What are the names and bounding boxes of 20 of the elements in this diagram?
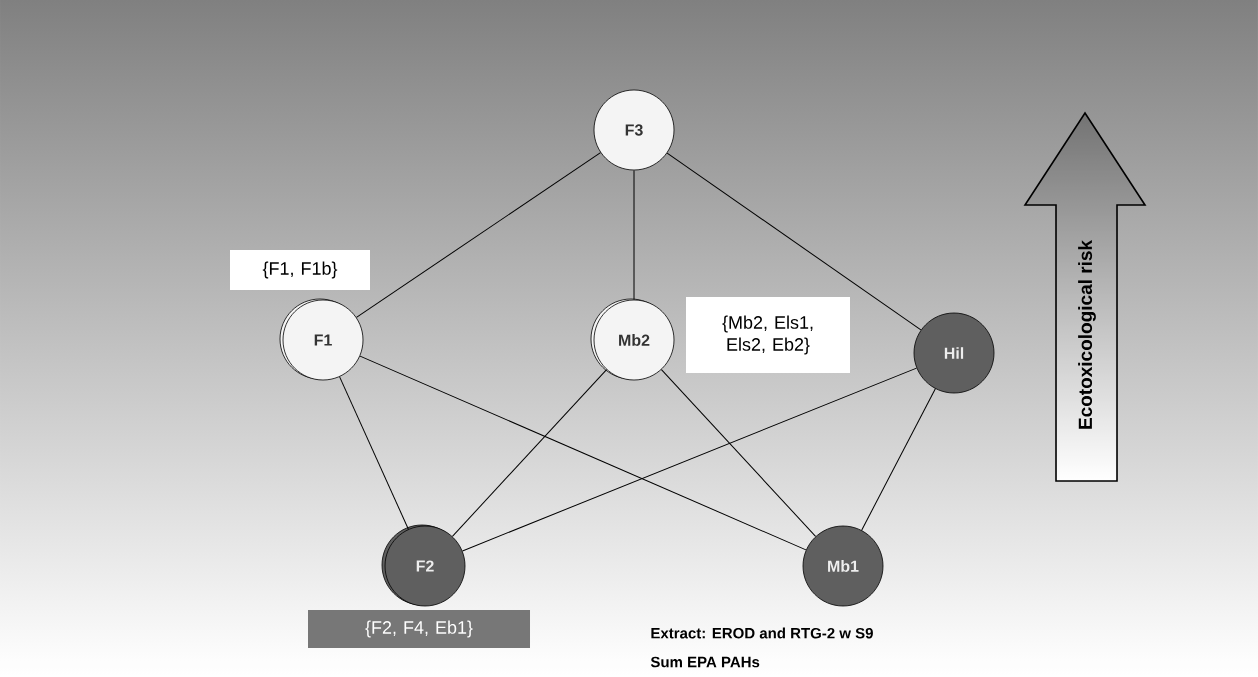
class-box: {Mb2, Els1, Els2, Eb2} bbox=[686, 297, 850, 373]
circle-node: Mb1 bbox=[802, 525, 884, 607]
connector-line bbox=[666, 152, 922, 331]
connector-line bbox=[462, 367, 918, 552]
connector-line bbox=[660, 369, 817, 537]
connector-line bbox=[451, 369, 608, 537]
circle-node: F3 bbox=[593, 89, 675, 171]
circle-node: Hil bbox=[913, 312, 995, 394]
class-box: {F1, F1b} bbox=[230, 250, 370, 290]
caption-text: Extract: EROD and RTG-2 w S9 bbox=[651, 627, 873, 639]
class-box: {F2, F4, Eb1} bbox=[308, 610, 530, 648]
circle-node: F2 bbox=[381, 524, 466, 607]
circle-node: F1 bbox=[279, 298, 364, 381]
connector-line bbox=[356, 152, 602, 318]
caption-text: Sum EPA PAHs bbox=[650, 656, 760, 668]
connector-line bbox=[359, 355, 807, 551]
connector-line bbox=[339, 376, 409, 530]
circle-node: Mb2 bbox=[590, 298, 675, 381]
connector-line bbox=[861, 388, 936, 531]
connector-line bbox=[633, 169, 635, 301]
